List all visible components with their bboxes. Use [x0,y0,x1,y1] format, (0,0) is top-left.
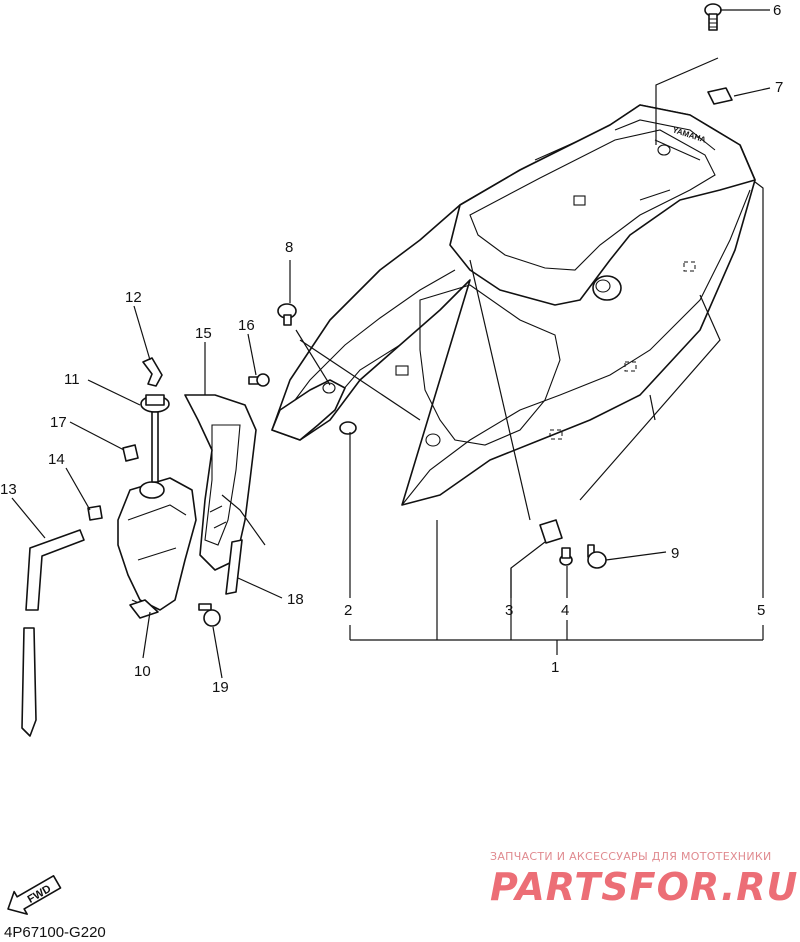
callout-11: 11 [64,371,80,388]
callout-9: 9 [671,545,679,562]
leader-lines [11,9,771,679]
callouts: 1 2 3 4 5 6 7 8 9 10 11 12 13 14 15 16 1… [0,2,783,696]
callout-18: 18 [287,591,304,608]
callout-1: 1 [551,659,559,676]
hose-part-13 [21,529,85,737]
grommet-part-4 [559,547,573,566]
callout-4: 4 [561,602,569,619]
side-cover-part-15 [184,394,257,571]
screw-part-6 [704,3,722,31]
callout-3: 3 [505,602,513,619]
rivet-part-8 [277,303,297,326]
callout-2: 2 [344,602,352,619]
drawing-code: 4P67100-G220 [4,924,106,941]
watermark: ЗАПЧАСТИ И АКСЕССУАРЫ ДЛЯ МОТОТЕХНИКИ PA… [490,850,798,909]
pad-part-3 [539,519,563,544]
callout-12: 12 [125,289,142,306]
callout-6: 6 [773,2,781,19]
callout-17: 17 [50,414,67,431]
reservoir-tank-assembly [87,357,221,627]
callout-8: 8 [285,239,293,256]
fwd-arrow-icon: FWD [7,875,62,915]
watermark-brand: PARTSFOR.RU [490,865,798,909]
watermark-tagline: ЗАПЧАСТИ И АКСЕССУАРЫ ДЛЯ МОТОТЕХНИКИ [490,850,772,863]
bolt-part-16 [248,373,270,387]
callout-16: 16 [238,317,255,334]
strip-part-18 [225,539,243,595]
fwd-label: FWD [26,883,54,906]
callout-19: 19 [212,679,229,696]
callout-7: 7 [775,79,783,96]
callout-5: 5 [757,602,765,619]
rear-cowl-assembly: YAMAHA [271,104,756,506]
callout-13: 13 [0,481,17,498]
nut-part-7 [707,87,733,105]
callout-10: 10 [134,663,151,680]
grommet-ring [339,421,357,435]
callout-14: 14 [48,451,65,468]
bolt-part-9 [587,544,607,569]
callout-15: 15 [195,325,212,342]
